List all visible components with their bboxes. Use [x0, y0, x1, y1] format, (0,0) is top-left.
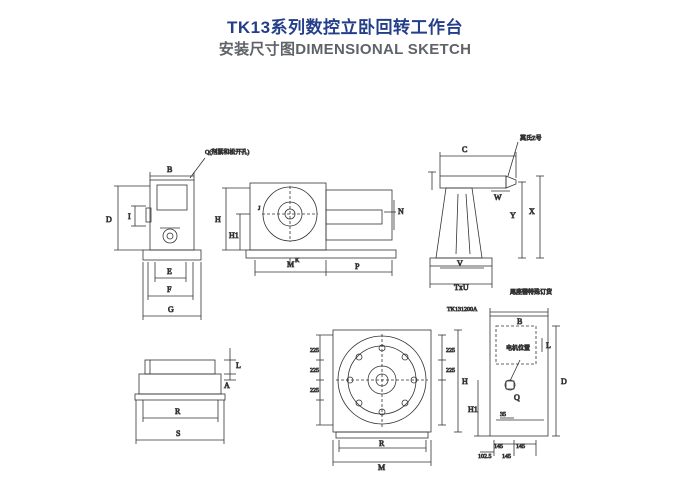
dim-W: W: [494, 193, 502, 202]
dim-S: S: [176, 429, 180, 438]
dim-B: B: [167, 165, 172, 174]
dim-N: N: [398, 207, 404, 216]
section-view: [134, 348, 236, 444]
dim-I: I: [128, 212, 131, 221]
dim-H1: H1: [229, 231, 239, 240]
dim-L-motor: L: [546, 341, 551, 350]
motor-position-label: 电机位置: [506, 344, 530, 352]
dim-P: P: [355, 262, 360, 271]
dim-E: E: [167, 267, 172, 276]
tail-note: 莫氏Z号: [520, 134, 542, 142]
tailstock-note: 尾座需特殊订货: [510, 288, 552, 296]
dim-TxU: TxU: [454, 283, 469, 292]
dim-J: J: [258, 206, 261, 212]
dim-R-top: R: [379, 439, 385, 448]
top-view: [316, 329, 462, 466]
dim-R: R: [175, 407, 181, 416]
dim-145-1: 145: [494, 444, 503, 450]
tailstock-view: [428, 141, 544, 288]
dim-C: C: [462, 145, 467, 154]
dim-F: F: [167, 285, 172, 294]
motor-end-view: [474, 308, 560, 456]
dim-M: M: [287, 260, 294, 269]
dim-225-right-2: 225: [446, 368, 455, 374]
dim-V: V: [457, 259, 463, 268]
dim-L: L: [236, 361, 241, 370]
dim-G: G: [168, 305, 174, 314]
dim-A: A: [224, 381, 230, 390]
dim-M-top: M: [378, 463, 385, 472]
q-note: Q(剂紧和松开孔): [205, 148, 249, 156]
dim-145-2: 145: [516, 444, 525, 450]
dim-K: K: [295, 258, 300, 264]
dim-X: X: [529, 207, 535, 216]
model-label: TK131200A: [447, 307, 478, 313]
dim-D-motor: D: [561, 377, 567, 386]
dim-102-5: 102.5: [478, 454, 492, 460]
dim-225-left-3: 225: [310, 388, 319, 394]
dim-H: H: [215, 215, 221, 224]
dim-H-top: H: [462, 377, 468, 386]
dim-225-left-2: 225: [310, 368, 319, 374]
dim-225-right-1: 225: [446, 348, 455, 354]
dim-H1-motor: H1: [468, 405, 478, 414]
page-subtitle: 安装尺寸图DIMENSIONAL SKETCH: [218, 41, 472, 58]
front-view: [222, 182, 397, 276]
page-title: TK13系列数控立卧回转工作台: [226, 18, 464, 37]
dim-Y: Y: [510, 211, 516, 220]
side-view: [114, 157, 206, 320]
dim-B-motor: B: [517, 317, 522, 326]
dim-225-left-1: 225: [310, 348, 319, 354]
dim-D: D: [106, 215, 112, 224]
dim-35: 35: [500, 412, 506, 418]
dim-145-3: 145: [502, 454, 511, 460]
dim-Q-motor: Q: [514, 393, 520, 402]
